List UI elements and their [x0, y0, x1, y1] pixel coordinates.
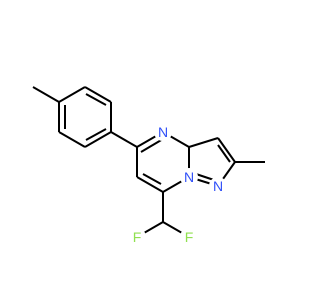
- atom-label: N: [213, 178, 223, 194]
- bond-tolyl-ring: [84, 86, 112, 103]
- molecule-structure-diagram: N N N F F: [32, 86, 265, 246]
- atom-n1: N: [209, 177, 227, 195]
- atom-f1: F: [128, 228, 146, 246]
- bond-group: [32, 86, 265, 238]
- bond-aryl-link: [110, 131, 138, 148]
- atom-f2: F: [180, 228, 198, 246]
- bond-pyrazole-ring: [217, 137, 236, 163]
- atom-label-group: N N N F F: [128, 123, 227, 246]
- atom-label: F: [185, 229, 194, 245]
- atom-label: F: [133, 229, 142, 245]
- bond-pyrimidine-ring-double: [140, 138, 164, 153]
- bond-pyrazole-ring-double: [217, 144, 231, 163]
- bond-tolyl-ring: [58, 86, 86, 103]
- bond-tolyl-ring-double: [85, 93, 107, 106]
- bond-tolyl-ring: [58, 131, 86, 148]
- atom-label: N: [158, 124, 168, 140]
- bond-tolyl-ring-double: [85, 128, 107, 141]
- bond-pyrimidine-ring: [136, 176, 164, 193]
- atom-label: N: [184, 169, 194, 185]
- bond-pyrazole-ring: [188, 137, 219, 148]
- bond-pyrimidine-ring-double: [142, 173, 162, 185]
- atom-n-bridge: N: [180, 168, 198, 186]
- bond-tolyl-ring: [84, 131, 112, 148]
- bond-methyl-tolyl: [32, 86, 60, 103]
- atom-n4: N: [154, 123, 172, 141]
